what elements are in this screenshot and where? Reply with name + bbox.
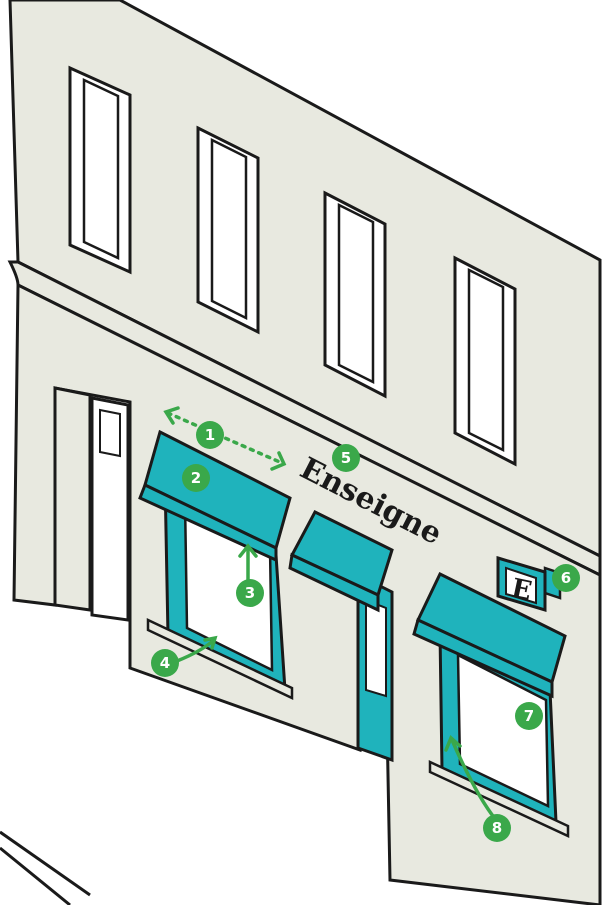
svg-text:3: 3 [245,584,255,602]
svg-text:8: 8 [492,819,502,837]
marker-4[interactable]: 4 [151,649,179,677]
svg-text:1: 1 [205,426,215,444]
marker-7[interactable]: 7 [515,702,543,730]
upper-window-1 [70,68,130,272]
side-door [55,388,128,620]
svg-text:4: 4 [160,654,170,672]
upper-window-2 [198,128,258,332]
marker-3[interactable]: 3 [236,579,264,607]
svg-text:2: 2 [191,469,201,487]
svg-text:5: 5 [341,449,351,467]
marker-1[interactable]: 1 [196,421,224,449]
upper-window-4 [455,258,515,464]
marker-8[interactable]: 8 [483,814,511,842]
marker-2[interactable]: 2 [182,464,210,492]
svg-text:7: 7 [524,707,534,725]
marker-6[interactable]: 6 [552,564,580,592]
upper-window-3 [325,193,385,396]
svg-text:6: 6 [561,569,571,587]
marker-5[interactable]: 5 [332,444,360,472]
